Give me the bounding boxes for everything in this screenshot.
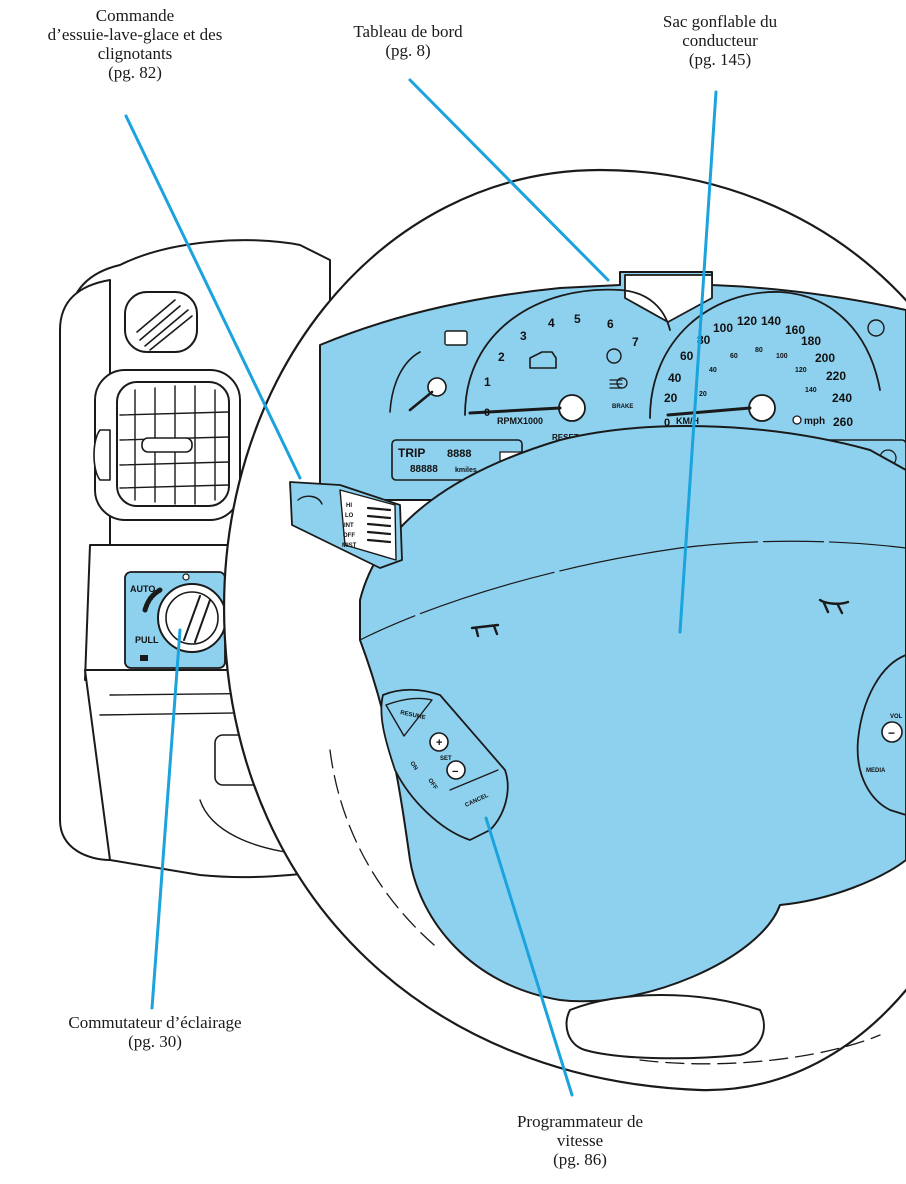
kmh-tick-120: 120 xyxy=(795,367,807,374)
tach-tick-5: 5 xyxy=(574,312,581,326)
main-air-vent xyxy=(94,370,240,520)
kmh-tick-60: 60 xyxy=(730,353,738,360)
wiper-lo-label: LO xyxy=(345,513,354,519)
kmh-tick-140: 140 xyxy=(805,387,817,394)
cruise-set-label: SET xyxy=(440,756,452,762)
kmh-tick-40: 40 xyxy=(709,367,717,374)
mph-tick-140: 140 xyxy=(761,314,781,328)
mph-tick-120: 120 xyxy=(737,314,757,328)
tach-tick-7: 7 xyxy=(632,335,639,349)
light-switch-pull: PULL xyxy=(135,635,159,645)
trip-digits: 8888 xyxy=(447,448,471,460)
tach-tick-2: 2 xyxy=(498,350,505,364)
mph-tick-20: 20 xyxy=(664,391,678,405)
wiper-off-label: OFF xyxy=(343,533,355,539)
tach-tick-3: 3 xyxy=(520,329,527,343)
kmh-tick-80: 80 xyxy=(755,347,763,354)
cruise-plus-label: + xyxy=(436,737,442,749)
wiper-hi-label: HI xyxy=(346,503,352,509)
audio-vol-label: VOL xyxy=(890,714,903,720)
wiper-int-label: INT xyxy=(344,523,354,529)
kmh-tick-100: 100 xyxy=(776,353,788,360)
audio-minus-label: − xyxy=(888,726,895,740)
mph-tick-60: 60 xyxy=(680,349,694,363)
tach-tick-1: 1 xyxy=(484,375,491,389)
kmh-tick-20: 20 xyxy=(699,391,707,398)
mph-tick-240: 240 xyxy=(832,391,852,405)
mph-unit: mph xyxy=(804,416,825,427)
mph-tick-180: 180 xyxy=(801,334,821,348)
tach-tick-4: 4 xyxy=(548,316,555,330)
cruise-minus-label: − xyxy=(452,766,458,778)
tach-tick-0: 0 xyxy=(484,407,490,419)
trip-label: TRIP xyxy=(398,446,425,460)
tach-tick-6: 6 xyxy=(607,317,614,331)
upper-vent xyxy=(125,292,197,352)
brake-label: BRAKE xyxy=(612,404,633,410)
light-switch-auto: AUTO xyxy=(130,584,155,594)
mph-tick-220: 220 xyxy=(826,369,846,383)
odometer-digits: 88888 xyxy=(410,464,438,475)
audio-media-label: MEDIA xyxy=(866,768,886,774)
mph-tick-260: 260 xyxy=(833,415,853,429)
odometer-unit: kmiles xyxy=(455,467,477,474)
mph-tick-100: 100 xyxy=(713,321,733,335)
mph-tick-40: 40 xyxy=(668,371,682,385)
wheel-lower-spoke xyxy=(566,995,763,1058)
tach-label: RPMX1000 xyxy=(497,416,543,426)
wiper-mist-label: MIST xyxy=(342,543,357,549)
mph-tick-200: 200 xyxy=(815,351,835,365)
